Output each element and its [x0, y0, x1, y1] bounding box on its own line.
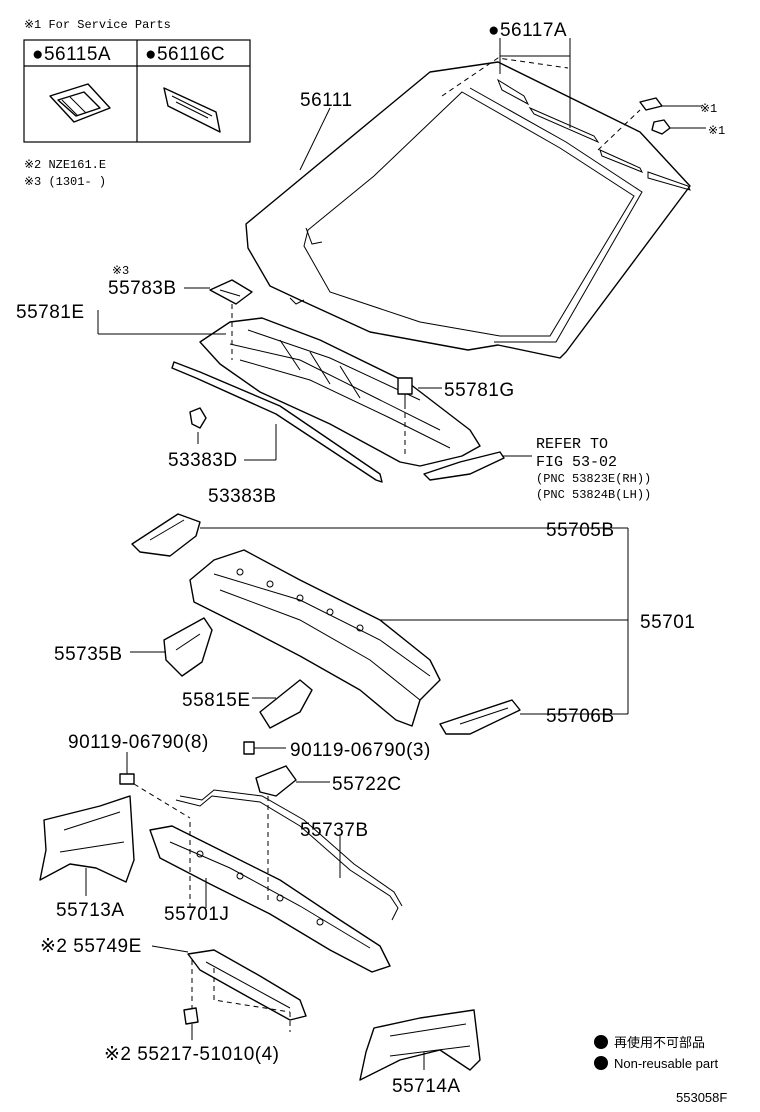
label-55737b[interactable]: 55737B: [300, 820, 369, 841]
clip-55217-drawing: [183, 1007, 199, 1025]
label-55701j[interactable]: 55701J: [164, 904, 229, 925]
ref-line-2: FIG 53-02: [536, 454, 617, 471]
bolt-90119-3-drawing: [243, 741, 264, 755]
clip-56116c-drawing: [163, 87, 221, 133]
label-55722c[interactable]: 55722C: [332, 774, 402, 795]
panel-55713a-drawing: [39, 795, 135, 883]
bracket-55705b-drawing: [131, 513, 201, 557]
ref-line-3: (PNC 53823E(RH)): [536, 472, 651, 486]
bracket-55783b-drawing: [209, 279, 253, 305]
service-part-56115a-label[interactable]: ●56115A: [32, 44, 111, 65]
ref-line-4: (PNC 53824B(LH)): [536, 488, 651, 502]
label-55749e[interactable]: ※2 55749E: [40, 936, 142, 957]
label-53383d[interactable]: 53383D: [168, 450, 238, 471]
legend-bullet-en: [594, 1056, 608, 1070]
bracket-55815e-drawing: [259, 679, 313, 729]
panel-55749e-drawing: [187, 949, 307, 1021]
service-part-56116c-label[interactable]: ●56116C: [145, 44, 225, 65]
note-1301: ※3 (1301- ): [24, 175, 106, 189]
legend-en-text: Non-reusable part: [614, 1056, 718, 1071]
bracket-55722c-drawing: [255, 765, 297, 797]
clip-56115a-drawing: [49, 83, 111, 123]
bracket-55735b-drawing: [163, 617, 213, 677]
cowl-panel-55701-drawing: [189, 549, 441, 727]
legend-jp-text: 再使用不可部品: [614, 1035, 705, 1050]
label-56117a[interactable]: ●56117A: [488, 20, 567, 41]
label-x1-b: ※1: [708, 124, 725, 138]
label-x1-a: ※1: [700, 102, 717, 116]
label-55735b[interactable]: 55735B: [54, 644, 123, 665]
weatherstrip-53383b-drawing: [171, 361, 383, 483]
label-55781e[interactable]: 55781E: [16, 302, 85, 323]
moulding-56117a-drawing: [496, 78, 691, 191]
clip-53383d-drawing: [189, 407, 207, 429]
service-parts-table: [23, 39, 251, 143]
windshield-glass-drawing: [245, 61, 691, 359]
label-55706b[interactable]: 55706B: [546, 706, 615, 727]
hose-55737b-drawing: [175, 789, 403, 921]
clip-x1-drawings: [639, 97, 671, 135]
label-90119-3[interactable]: 90119-06790(3): [290, 740, 431, 761]
service-parts-note: ※1 For Service Parts: [24, 18, 171, 32]
legend-bullet-jp: [594, 1035, 608, 1049]
label-x3: ※3: [112, 264, 129, 278]
label-55783b[interactable]: 55783B: [108, 278, 177, 299]
label-55815e[interactable]: 55815E: [182, 690, 251, 711]
note-nze161: ※2 NZE161.E: [24, 158, 106, 172]
cowl-louver-drawing: [199, 317, 481, 467]
label-55217[interactable]: ※2 55217-51010(4): [104, 1044, 279, 1065]
label-55705b[interactable]: 55705B: [546, 520, 615, 541]
label-55781g[interactable]: 55781G: [444, 380, 515, 401]
label-55714a[interactable]: 55714A: [392, 1076, 461, 1097]
label-53383b[interactable]: 53383B: [208, 486, 277, 507]
clip-55781g-drawing: [397, 377, 413, 404]
panel-55714a-drawing: [359, 1009, 481, 1081]
bolt-90119-8-drawing: [119, 760, 135, 785]
side-seal-drawing: [423, 451, 505, 481]
bracket-55706b-drawing: [439, 699, 521, 735]
label-56111[interactable]: 56111: [300, 90, 353, 111]
cowl-panel-55701j-drawing: [149, 825, 391, 973]
label-90119-8[interactable]: 90119-06790(8): [68, 732, 209, 753]
figure-number: 553058F: [676, 1090, 727, 1105]
ref-line-1: REFER TO: [536, 436, 608, 453]
label-55713a[interactable]: 55713A: [56, 900, 125, 921]
label-55701[interactable]: 55701: [640, 612, 695, 633]
